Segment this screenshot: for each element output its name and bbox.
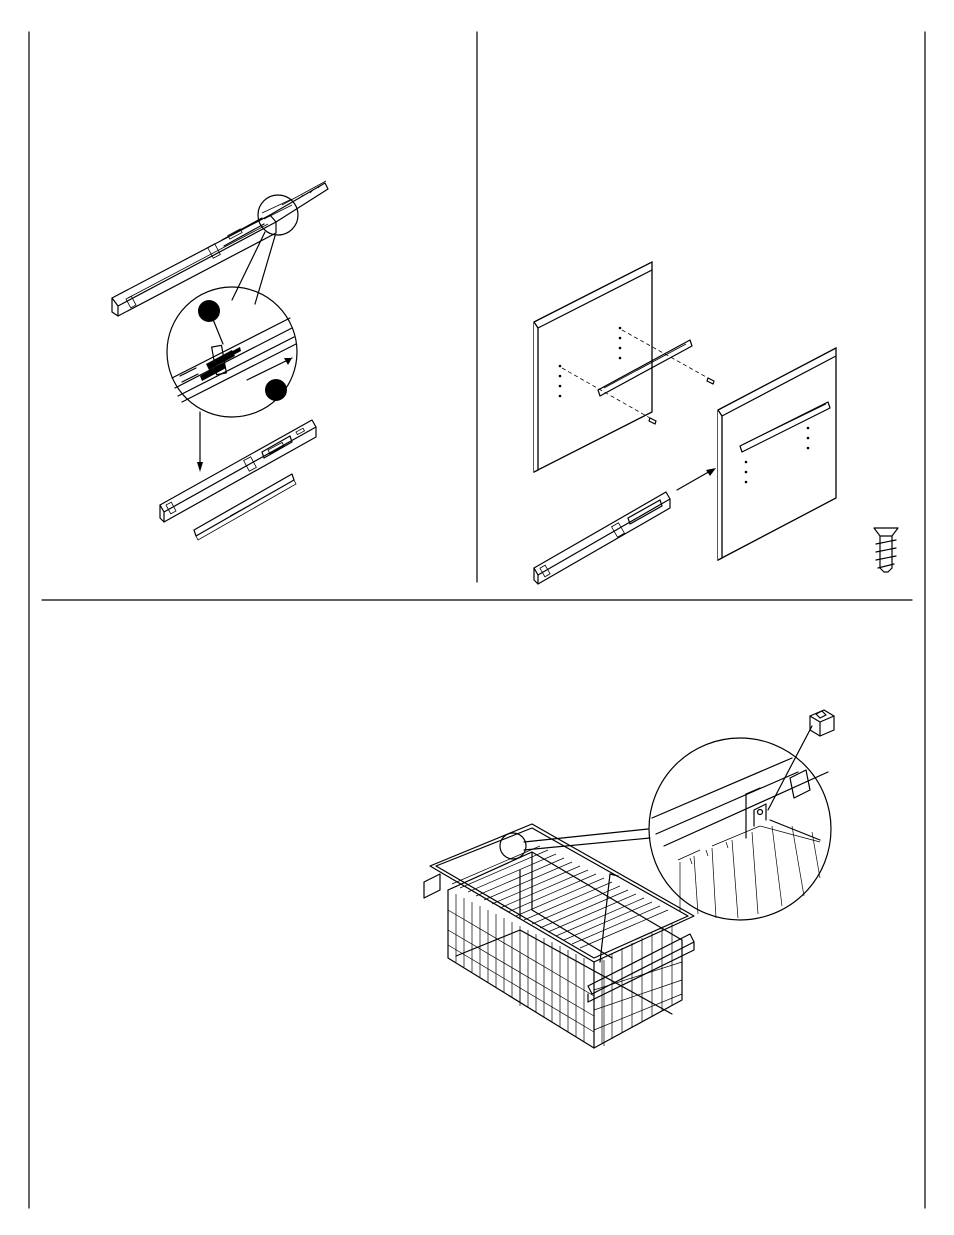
release-lever-detail	[167, 287, 297, 417]
magnifier-detail-icon	[258, 195, 298, 235]
basket-installation-figure	[424, 710, 834, 1048]
step-marker-1	[198, 300, 220, 322]
page-frame	[29, 32, 925, 1208]
step-marker-2	[265, 379, 287, 401]
bracket-detail-circle	[649, 738, 831, 920]
side-panel-right	[718, 348, 836, 560]
mounting-screw-icon	[874, 528, 898, 572]
inner-slide-separated	[194, 474, 296, 540]
drawer-slide-icon	[112, 181, 328, 316]
side-panel-icon	[534, 262, 714, 472]
slide-separation-figure	[112, 181, 328, 540]
panel-mounting-figure	[534, 262, 898, 584]
outer-slide-separated	[160, 420, 316, 522]
drawer-slide-loose	[534, 492, 670, 584]
magnifier-detail-icon	[500, 833, 526, 859]
bracket-clip-icon	[810, 710, 834, 736]
